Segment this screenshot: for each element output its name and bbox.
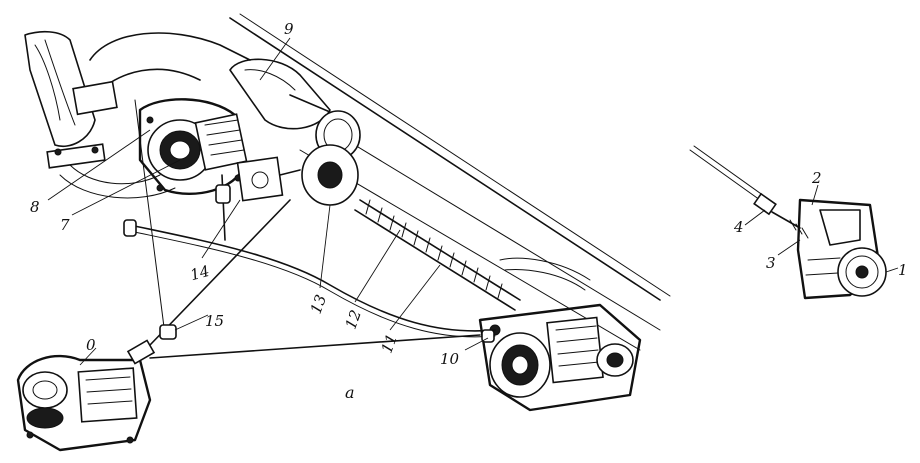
callout-0: 0 xyxy=(86,336,96,354)
control-box xyxy=(16,339,156,452)
callout-3: 3 xyxy=(766,254,776,272)
drum-disc xyxy=(236,144,359,206)
detail-inset xyxy=(689,145,899,300)
callout-8: 8 xyxy=(30,198,40,216)
callout-7: 7 xyxy=(60,216,70,234)
callout-labels: 9 8 7 14 13 12 11 15 10 0 2 4 3 1 a xyxy=(30,20,908,402)
bell-housing xyxy=(138,98,248,195)
callout-12: 12 xyxy=(342,308,365,332)
view-sublabel: a xyxy=(345,383,355,402)
callout-1: 1 xyxy=(898,261,908,279)
main-assembly xyxy=(16,13,671,452)
gearbox-housing xyxy=(478,303,642,412)
cylinder-body xyxy=(229,58,361,160)
callout-4: 4 xyxy=(733,218,744,236)
cable-routing xyxy=(123,99,496,359)
spring-shaft xyxy=(354,199,591,311)
callout-9: 9 xyxy=(284,20,294,38)
frame-rails xyxy=(229,13,671,351)
callout-2: 2 xyxy=(811,169,822,187)
main-leaders xyxy=(47,37,489,366)
callout-10: 10 xyxy=(440,350,460,368)
callout-13: 13 xyxy=(307,292,330,316)
callout-11: 11 xyxy=(378,332,401,356)
callout-15: 15 xyxy=(205,312,224,330)
callout-14: 14 xyxy=(188,262,211,284)
exhaust-pipe xyxy=(24,30,251,199)
